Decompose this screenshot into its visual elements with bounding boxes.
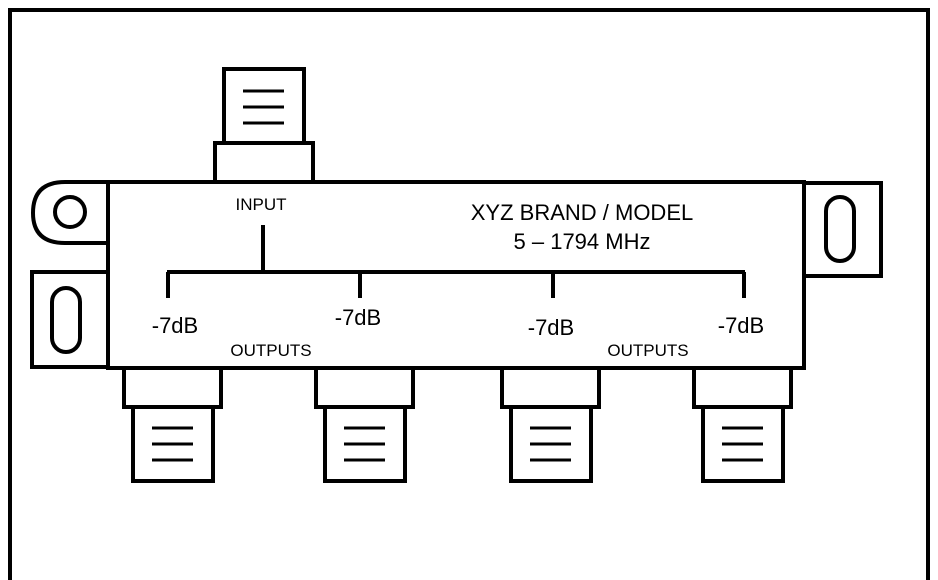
mounting-hole-icon bbox=[53, 195, 87, 229]
frequency-range-label: 5 – 1794 MHz bbox=[514, 229, 651, 254]
input-connector bbox=[213, 67, 315, 184]
output-connector-3 bbox=[500, 366, 601, 483]
output-connector-1 bbox=[122, 366, 223, 483]
output-connector-2 bbox=[314, 366, 415, 483]
outputs-label-left: OUTPUTS bbox=[230, 341, 311, 360]
output-loss-1: -7dB bbox=[152, 313, 198, 338]
diagram-frame bbox=[8, 8, 930, 580]
output-loss-2: -7dB bbox=[335, 305, 381, 330]
mounting-slot-icon bbox=[824, 195, 856, 263]
output-loss-4: -7dB bbox=[718, 313, 764, 338]
left-upper-mounting-ear bbox=[30, 180, 108, 245]
output-loss-3: -7dB bbox=[528, 315, 574, 340]
outputs-label-right: OUTPUTS bbox=[607, 341, 688, 360]
brand-model-label: XYZ BRAND / MODEL bbox=[471, 200, 693, 225]
right-mounting-ear bbox=[802, 181, 883, 278]
splitter-body bbox=[106, 180, 806, 370]
left-lower-mounting-ear bbox=[30, 270, 110, 369]
signal-split-lines bbox=[166, 225, 746, 298]
input-label: INPUT bbox=[236, 195, 287, 214]
mounting-slot-icon bbox=[50, 286, 82, 354]
output-connector-4 bbox=[692, 366, 793, 483]
